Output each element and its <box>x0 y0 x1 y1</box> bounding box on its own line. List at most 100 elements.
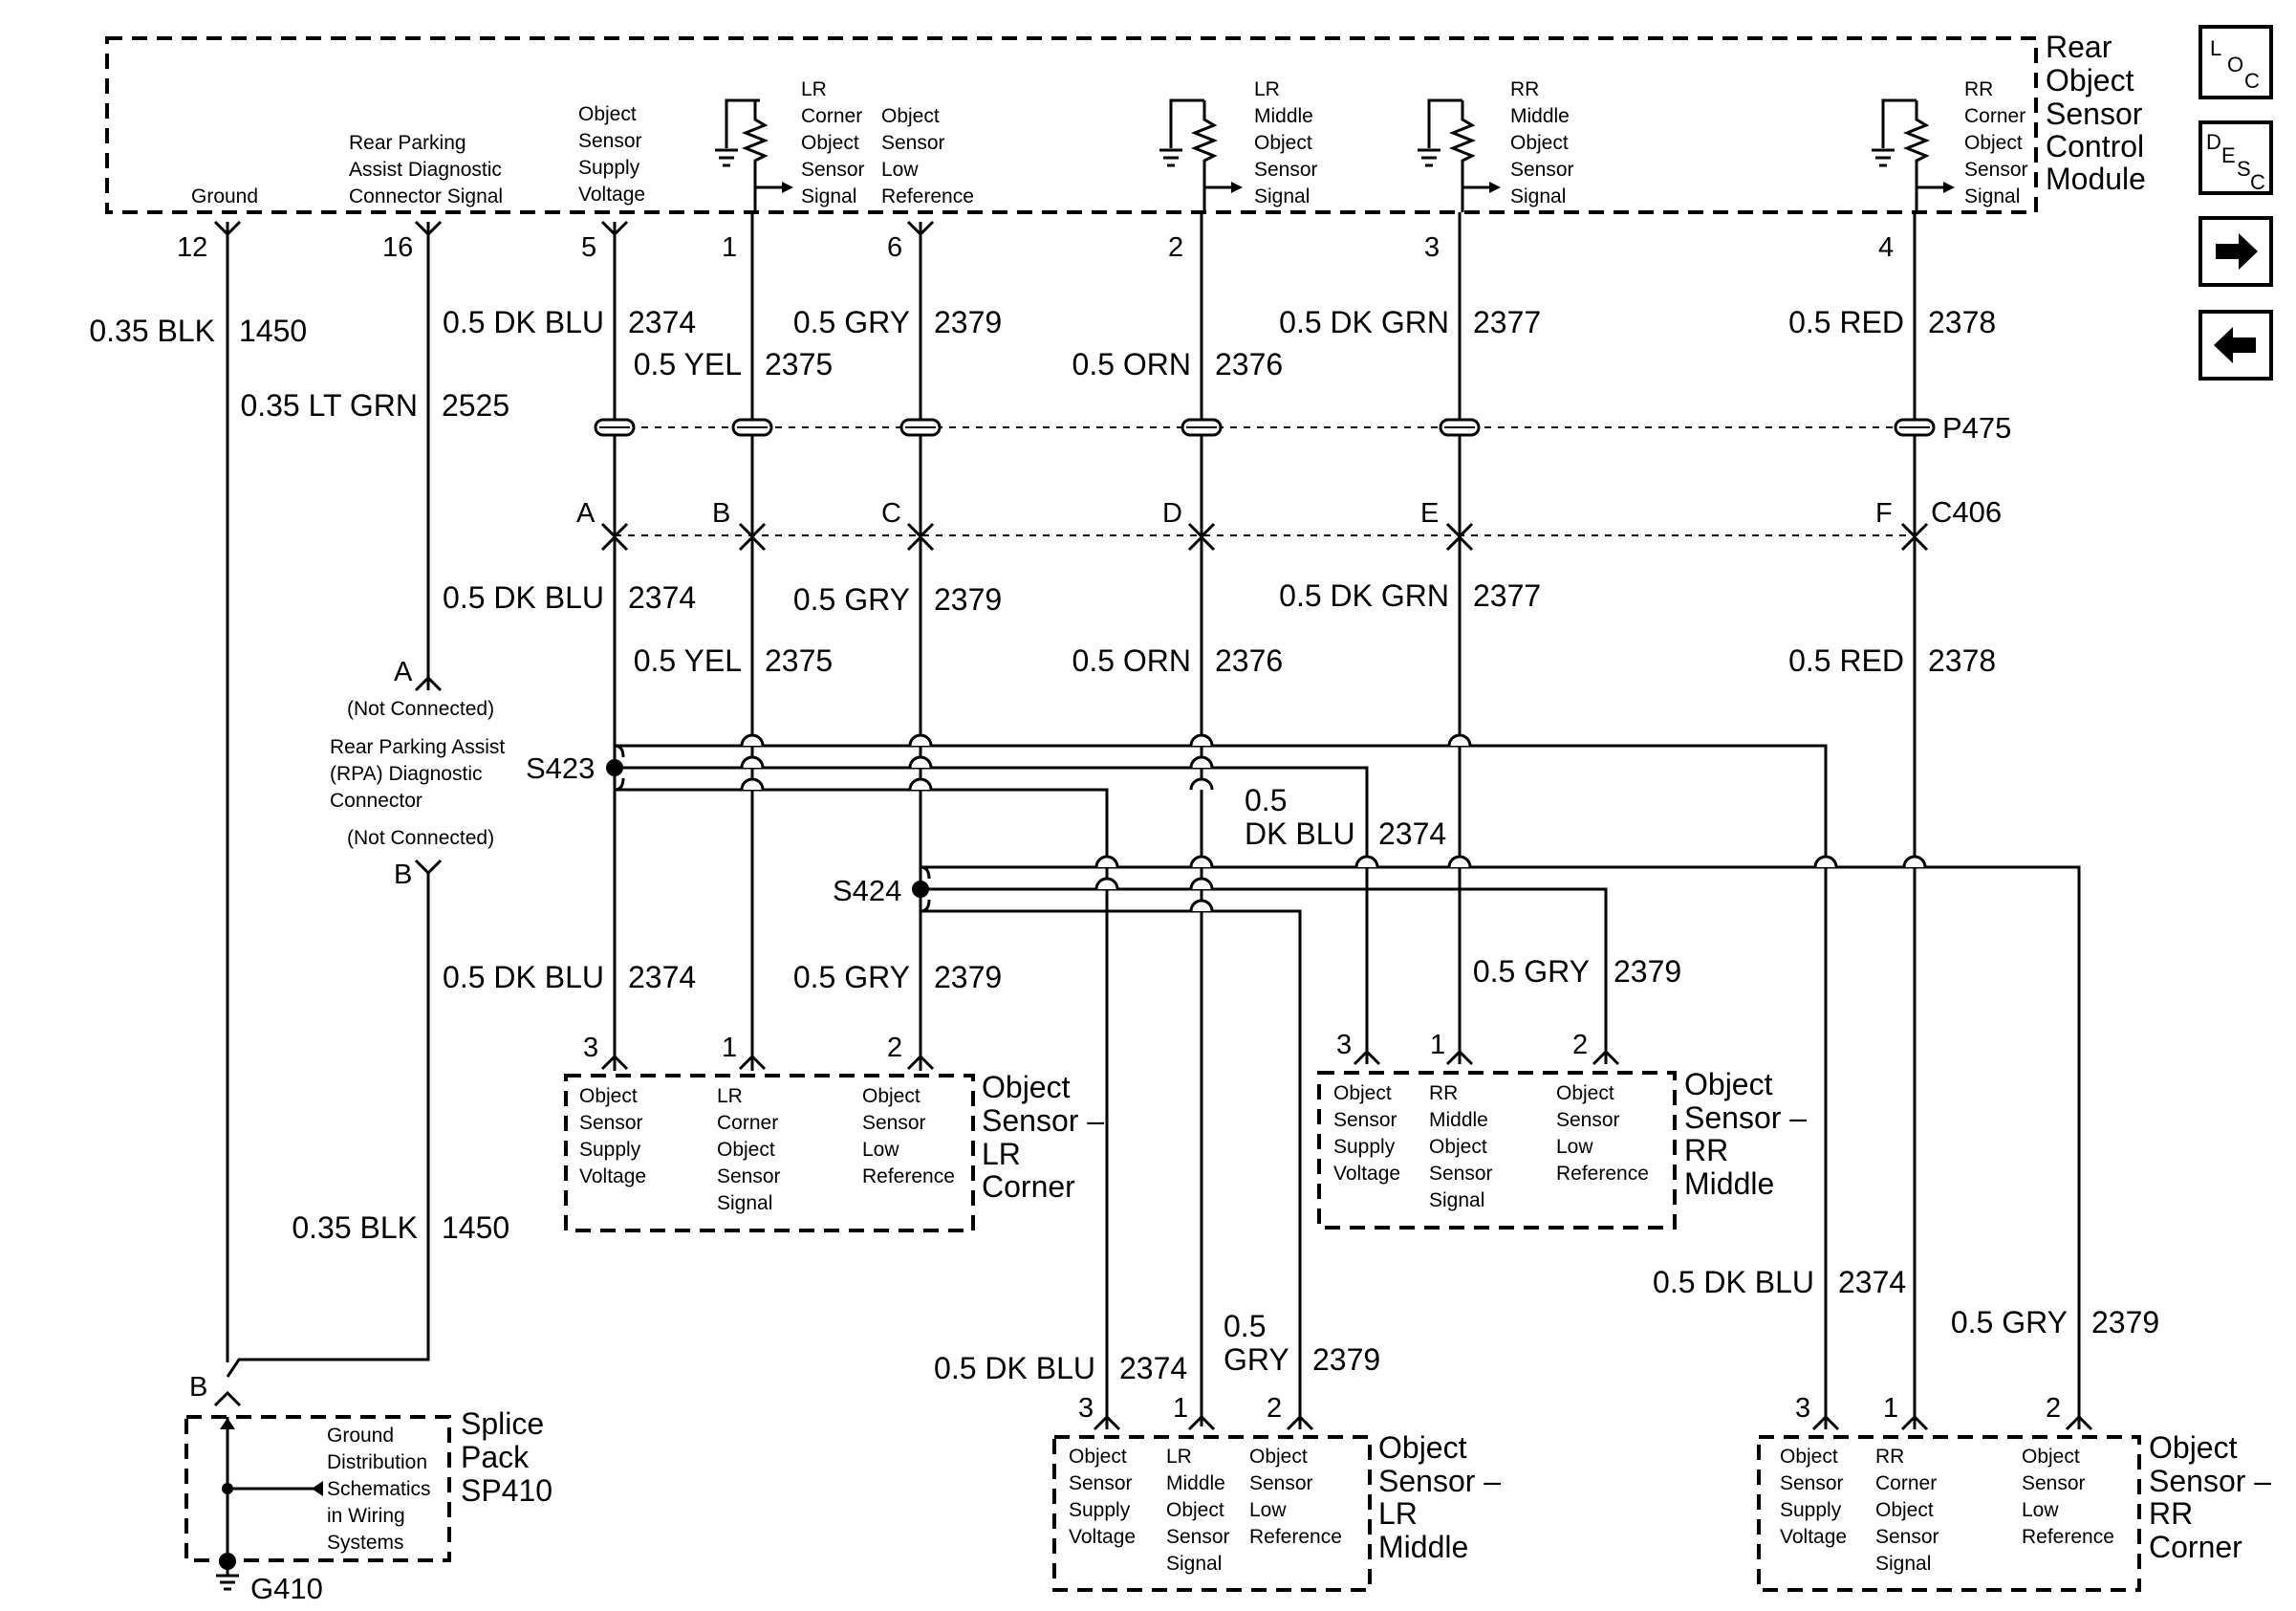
sensor-rr-middle: 3 1 2 Object Sensor Supply Voltage RR Mi… <box>1317 1030 1807 1230</box>
svg-text:2379: 2379 <box>934 960 1002 994</box>
svg-text:Systems: Systems <box>327 1532 404 1554</box>
svg-text:0.5 DK BLU: 0.5 DK BLU <box>1653 1265 1814 1299</box>
svg-text:2374: 2374 <box>628 580 696 615</box>
svg-text:2377: 2377 <box>1473 578 1541 613</box>
lr-middle-signal-label: LR Middle Object Sensor Signal <box>1254 78 1318 207</box>
next-page-button[interactable] <box>2199 216 2273 287</box>
svg-text:2378: 2378 <box>1928 643 1996 678</box>
svg-text:2374: 2374 <box>1119 1351 1187 1385</box>
internal-circuit-lrc <box>715 98 793 212</box>
internal-circuit-lrm <box>1159 98 1243 212</box>
c406-pin-b: B <box>712 498 730 529</box>
svg-text:in Wiring: in Wiring <box>327 1505 405 1527</box>
svg-text:Sensor: Sensor <box>578 130 642 152</box>
svg-text:Sensor: Sensor <box>1254 159 1318 181</box>
svg-text:Object: Object <box>1780 1446 1838 1468</box>
svg-text:Corner: Corner <box>2149 1530 2242 1564</box>
circuit-number-label: 2377 <box>1473 305 1541 339</box>
sensor-rr-corner: 3 1 2 Object Sensor Supply Voltage RR Co… <box>1757 1393 2271 1592</box>
circuit-number-label: 1450 <box>239 314 307 348</box>
wire-color-label: 0.5 DK GRN <box>1279 305 1449 339</box>
svg-text:Middle: Middle <box>1378 1530 1468 1564</box>
prev-page-button[interactable] <box>2199 310 2273 381</box>
svg-text:S: S <box>2237 157 2251 181</box>
low-reference-label: Object Sensor Low Reference <box>881 105 974 207</box>
svg-text:Object: Object <box>1556 1082 1614 1104</box>
svg-text:0.5 ORN: 0.5 ORN <box>1072 643 1191 678</box>
svg-text:Object: Object <box>1378 1430 1467 1465</box>
svg-text:1: 1 <box>722 1033 737 1063</box>
svg-text:Sensor: Sensor <box>1249 1472 1313 1494</box>
svg-text:RR: RR <box>2149 1496 2193 1531</box>
wire-labels-mid: 0.5 DK BLU 2374 0.5 YEL 2375 0.5 GRY 237… <box>443 578 1996 678</box>
rpa-name-line: Connector <box>330 790 422 812</box>
module-title-line: Sensor <box>2046 97 2143 131</box>
svg-text:Sensor: Sensor <box>1510 159 1574 181</box>
rpa-pin-b: B <box>394 860 412 890</box>
splice-pack-sp410: B Ground Distribution Schematics in Wiri… <box>184 1372 552 1605</box>
svg-text:Object: Object <box>1166 1499 1224 1521</box>
module-title-line: Object <box>2046 63 2134 98</box>
svg-text:Supply: Supply <box>1780 1499 1842 1521</box>
svg-text:0.5 DK BLU: 0.5 DK BLU <box>443 580 604 615</box>
svg-text:Object: Object <box>862 1085 921 1107</box>
svg-text:Object: Object <box>1964 132 2023 154</box>
wire-color-label: 0.5 ORN <box>1072 347 1191 381</box>
rpa-name-line: Rear Parking Assist <box>330 736 505 758</box>
circuit-number-label: 2376 <box>1215 347 1283 381</box>
svg-text:C: C <box>2244 69 2260 93</box>
svg-text:Pack: Pack <box>461 1440 530 1474</box>
svg-text:Low: Low <box>2022 1499 2059 1521</box>
module-title-line: Rear <box>2046 30 2112 64</box>
c406-pin-a: A <box>576 498 596 529</box>
wire-color-label: 0.5 RED <box>1788 305 1904 339</box>
circuit-number-label: 2378 <box>1928 305 1996 339</box>
loc-button[interactable]: L O C <box>2199 25 2273 99</box>
svg-text:0.5 DK BLU: 0.5 DK BLU <box>443 960 604 994</box>
internal-circuit-rrm <box>1418 98 1501 212</box>
svg-text:2: 2 <box>2046 1393 2061 1424</box>
s424-splice-dot <box>912 881 929 898</box>
svg-text:0.5: 0.5 <box>1224 1309 1266 1343</box>
wire-labels-low: 0.5 DK BLU 2374 0.5 GRY 2379 0.5 GRY 237… <box>292 954 2159 1385</box>
rpa-name-line: (RPA) Diagnostic <box>330 763 483 785</box>
svg-text:C: C <box>2250 170 2265 194</box>
svg-text:Reference: Reference <box>1249 1526 1342 1548</box>
c406-connector: A B C D E F C406 <box>576 495 2002 552</box>
c406-pin-d: D <box>1162 498 1182 529</box>
svg-text:3: 3 <box>1336 1030 1352 1060</box>
svg-text:0.5 RED: 0.5 RED <box>1788 643 1904 678</box>
svg-text:Signal: Signal <box>1429 1189 1484 1211</box>
svg-text:2: 2 <box>1572 1030 1588 1060</box>
svg-text:2375: 2375 <box>765 643 833 678</box>
svg-text:Object: Object <box>1684 1067 1773 1101</box>
svg-text:D: D <box>2206 130 2221 154</box>
svg-text:3: 3 <box>1795 1393 1810 1424</box>
not-connected-label: (Not Connected) <box>347 698 494 720</box>
svg-text:LR: LR <box>1166 1446 1192 1468</box>
circuit-number-label: 2525 <box>442 388 509 423</box>
svg-text:Object: Object <box>2149 1430 2238 1465</box>
c406-pin-c: C <box>881 498 901 529</box>
right-arrow-icon <box>2216 233 2258 270</box>
p475-connector: P475 <box>594 411 2011 445</box>
svg-text:RR: RR <box>1429 1082 1458 1104</box>
svg-text:0.5 YEL: 0.5 YEL <box>634 643 742 678</box>
svg-text:Low: Low <box>862 1139 899 1161</box>
sensor-lr-middle: 3 1 2 Object Sensor Supply Voltage LR Mi… <box>1052 1393 1501 1592</box>
svg-text:Object: Object <box>717 1139 775 1161</box>
svg-text:Voltage: Voltage <box>579 1165 646 1187</box>
svg-text:Corner: Corner <box>1875 1472 1937 1494</box>
internal-circuit-rrc <box>1872 98 1955 212</box>
svg-text:Sensor: Sensor <box>862 1112 926 1134</box>
svg-text:2379: 2379 <box>1312 1342 1380 1377</box>
s423-label: S423 <box>526 751 595 785</box>
desc-button[interactable]: D E S C <box>2199 120 2273 195</box>
svg-text:0.5 GRY: 0.5 GRY <box>1473 954 1590 989</box>
svg-text:Middle: Middle <box>1254 105 1313 127</box>
svg-text:3: 3 <box>583 1033 598 1063</box>
svg-text:Sensor: Sensor <box>579 1112 643 1134</box>
svg-text:Low: Low <box>881 159 919 181</box>
svg-text:Object: Object <box>982 1070 1071 1104</box>
svg-text:Object: Object <box>579 1085 638 1107</box>
